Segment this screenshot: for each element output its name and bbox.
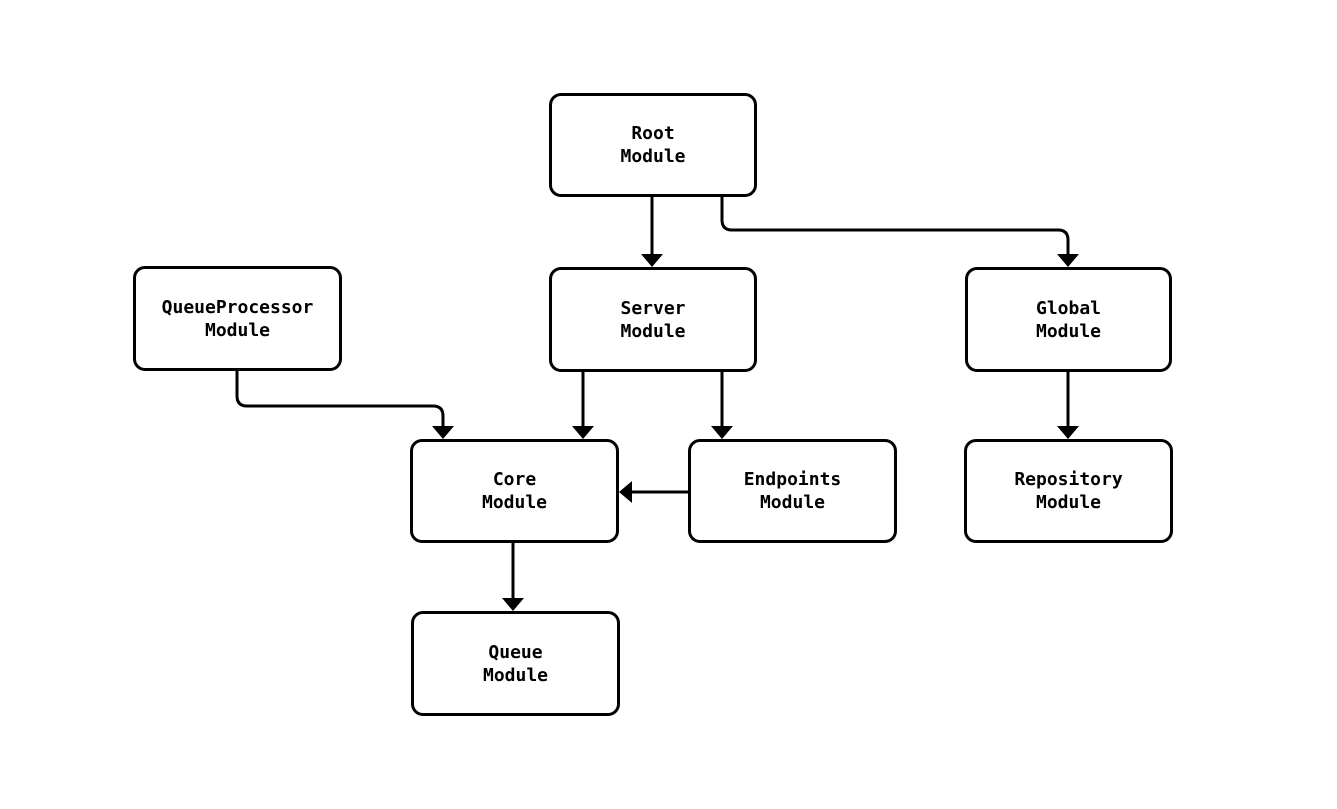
edge-server-to-endpoints [711,372,733,439]
edge-global-to-repository-arrowhead-icon [1057,426,1079,439]
node-core-module: Core Module [410,439,619,543]
edge-core-to-queue-arrowhead-icon [502,598,524,611]
edge-server-to-core [572,372,594,439]
edge-server-to-endpoints-arrowhead-icon [711,426,733,439]
node-queue-module: Queue Module [411,611,620,716]
node-queueprocessor-module: QueueProcessor Module [133,266,342,371]
edge-root-to-global [720,197,1079,267]
node-repository-module: Repository Module [964,439,1173,543]
edge-core-to-queue [502,543,524,611]
edge-queueprocessor-to-core [235,371,454,439]
edge-endpoints-to-core-arrowhead-icon [619,481,632,503]
edge-root-to-server [641,197,663,267]
node-queue-module-label: Queue Module [482,641,549,686]
edge-root-to-global-arrowhead-icon [1057,254,1079,267]
node-server-module-label: Server Module [620,297,686,342]
node-endpoints-module-label: Endpoints Module [743,469,842,513]
node-queueprocessor-module-label: QueueProcessor Module [161,296,314,341]
edge-queueprocessor-to-core-arrowhead-icon [432,426,454,439]
edge-queueprocessor-to-core-line [235,371,445,427]
node-root-module: Root Module [549,93,757,197]
edge-global-to-repository [1057,372,1079,439]
edge-server-to-core-arrowhead-icon [572,426,594,439]
edge-root-to-global-line [720,197,1070,255]
edge-root-to-server-arrowhead-icon [641,254,663,267]
node-core-module-label: Core Module [481,469,548,513]
node-global-module: Global Module [965,267,1172,372]
edge-endpoints-to-core [619,481,688,503]
node-server-module: Server Module [549,267,757,372]
node-root-module-label: Root Module [620,123,686,167]
node-global-module-label: Global Module [1035,297,1102,342]
node-repository-module-label: Repository Module [1014,469,1123,513]
node-endpoints-module: Endpoints Module [688,439,897,543]
